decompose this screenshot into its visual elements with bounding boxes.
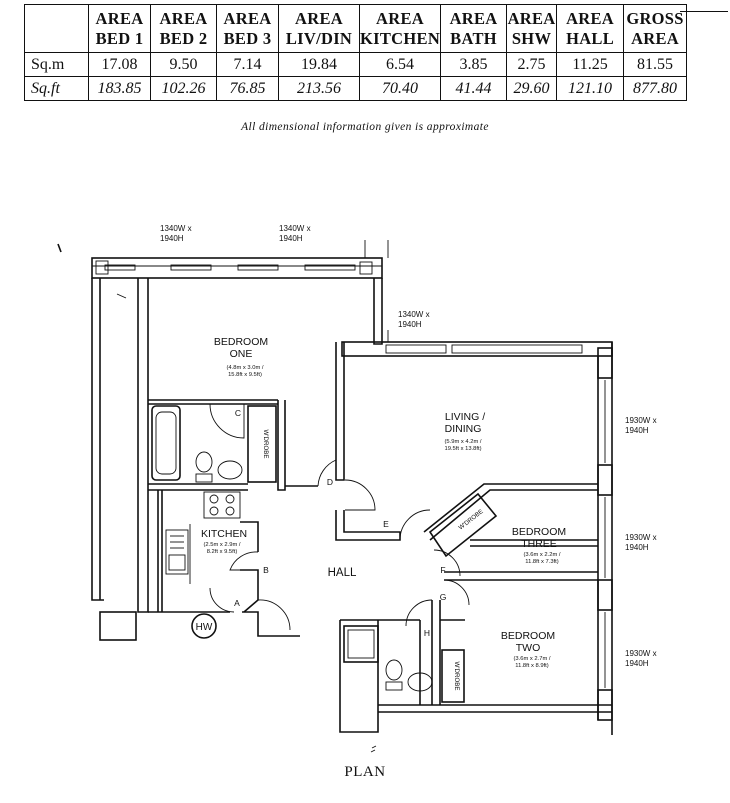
wardrobe-labels: W'DROBE W'DROBE W'DROBE [262,429,485,690]
table-cell: 29.60 [506,76,558,101]
door-a-label: A [234,598,240,608]
table-cell: 17.08 [88,52,151,77]
table-cell: 41.44 [440,76,508,101]
scan-mark [370,745,377,753]
plan-title: PLAN [344,764,386,780]
door-b-label: B [263,565,269,575]
table-cell: 70.40 [358,76,442,101]
scan-mark [116,293,127,299]
hot-water-cylinder [191,613,217,639]
outer-walls [91,257,613,735]
table-cell: 183.85 [88,76,151,101]
bedroom-one-dims: (4.8m x 3.0m /15.8ft x 9.5ft) [226,365,263,378]
svg-text:W'DROBE: W'DROBE [453,661,460,690]
kitchen-dims: (2.5m x 2.9m /8.2ft x 9.5ft) [203,542,240,555]
shower-tray [343,625,379,663]
scan-mark [57,243,62,253]
table-row-sqft: Sq.ft 183.85 102.26 76.85 213.56 70.40 4… [24,76,688,101]
svg-text:W'DROBE: W'DROBE [262,429,269,458]
bedroom-two-dims: (3.6m x 2.7m /11.8ft x 8.9ft) [513,656,550,669]
door-e-label: E [383,519,389,529]
table-cell: 213.56 [278,76,360,101]
basin [217,460,243,480]
bedroom-three-dims: (3.6m x 2.2m /11.8ft x 7.3ft) [523,552,560,565]
living-dining-dims: (5.9m x 4.2m /19.5ft x 13.8ft) [444,439,481,452]
disclaimer: All dimensional information given is app… [241,121,489,133]
table-cell: 121.10 [556,76,625,101]
table-cell: 102.26 [150,76,217,101]
toilet [195,451,213,473]
toilet [385,659,403,681]
kitchen-sink [165,529,189,575]
table-cell: 7.14 [216,52,279,77]
door-letters: A B C D E F G H [234,408,446,638]
table-cell: 877.80 [623,76,688,101]
door-g-label: G [440,592,447,602]
hall-label: HALL [328,567,357,579]
row-label: Sq.ft [24,76,89,101]
bathtub [151,405,181,481]
table-cell: 2.75 [506,52,558,77]
hot-water-label: HW [196,622,213,633]
wardrobe-bedroom-three [428,492,498,558]
window-markers [95,240,613,721]
door-c-label: C [235,408,241,418]
table-cell: 3.85 [440,52,508,77]
table-cell: 19.84 [278,52,360,77]
door-h-label: H [424,628,430,638]
door-d-label: D [327,477,333,487]
wardrobe-bedroom-two [441,649,465,703]
wardrobe-bedroom-one [247,405,277,483]
kitchen-label: KITCHEN [201,528,247,540]
door-f-label: F [440,565,445,575]
door-swings [209,403,470,631]
fixtures [151,405,498,703]
table-cell: 81.55 [623,52,688,77]
kitchen-hob [203,491,241,519]
basin [407,672,433,692]
table-top-rule [680,11,728,12]
table-cell: 76.85 [216,76,279,101]
living-dining-label: LIVING /DINING [445,411,486,435]
